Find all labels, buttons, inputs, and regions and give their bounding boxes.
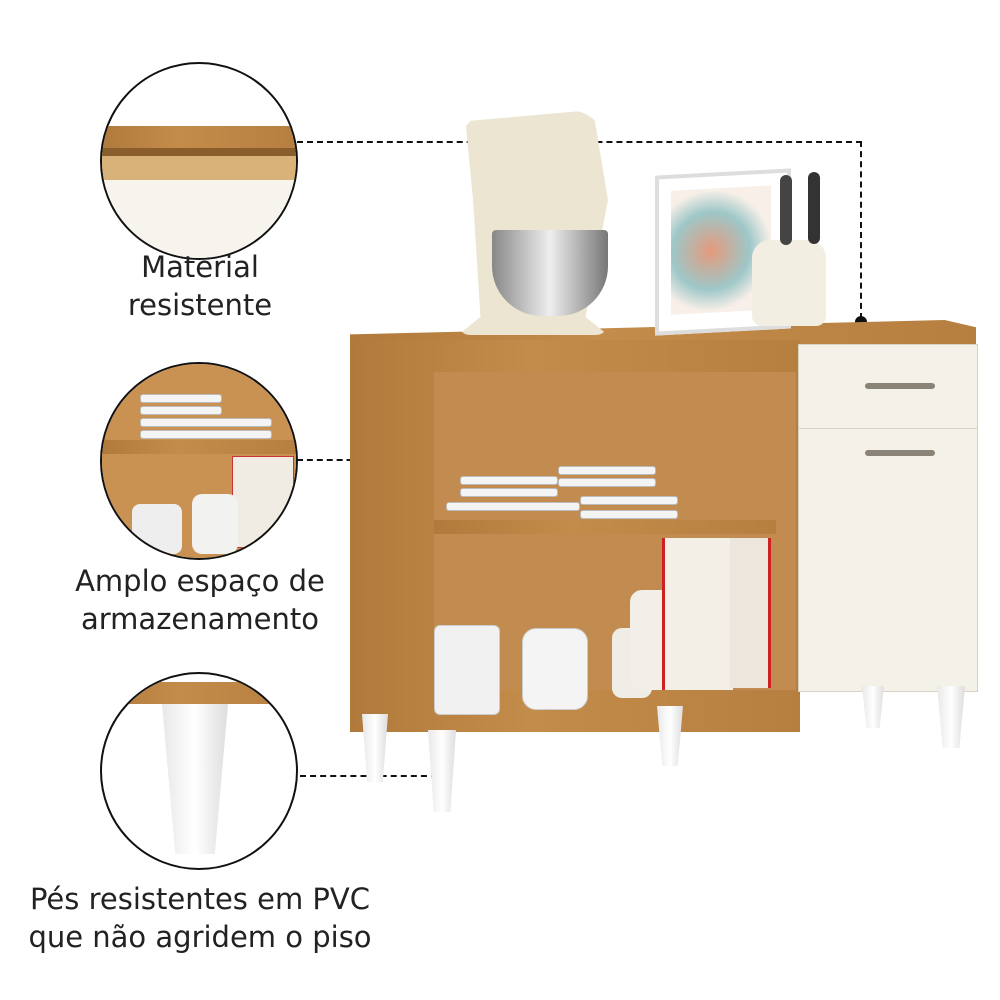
utensil-holder <box>752 240 826 326</box>
drawer-handle <box>865 383 935 389</box>
cabinet-leg <box>657 706 683 766</box>
callout-label-storage: Amplo espaço de armazenamento <box>45 562 355 638</box>
cabinet-door[interactable] <box>798 428 978 692</box>
box <box>662 538 733 690</box>
cabinet-leg <box>862 686 884 728</box>
detail-circle-top-edge <box>100 62 298 260</box>
detail-circle-shelf <box>100 362 298 560</box>
box <box>730 538 771 688</box>
kettle <box>522 628 588 710</box>
callout-line: Material <box>141 250 259 284</box>
callout-line: armazenamento <box>80 602 319 636</box>
callout-line-1-v <box>860 141 862 319</box>
pot <box>434 625 500 715</box>
door-handle <box>865 450 935 456</box>
callout-label-material: Material resistente <box>90 248 310 324</box>
cabinet-leg <box>362 714 388 782</box>
callout-line: Pés resistentes em PVC <box>29 882 371 916</box>
callout-label-legs: Pés resistentes em PVC que não agridem o… <box>5 880 395 956</box>
callout-line: resistente <box>127 288 273 322</box>
cabinet-leg <box>428 730 456 812</box>
mixer-bowl <box>492 230 608 316</box>
callout-line: Amplo espaço de <box>75 564 325 598</box>
cabinet-shelf <box>434 520 776 534</box>
callout-line: que não agridem o piso <box>28 920 372 954</box>
cabinet-leg <box>937 686 965 748</box>
detail-circle-leg <box>100 672 298 870</box>
